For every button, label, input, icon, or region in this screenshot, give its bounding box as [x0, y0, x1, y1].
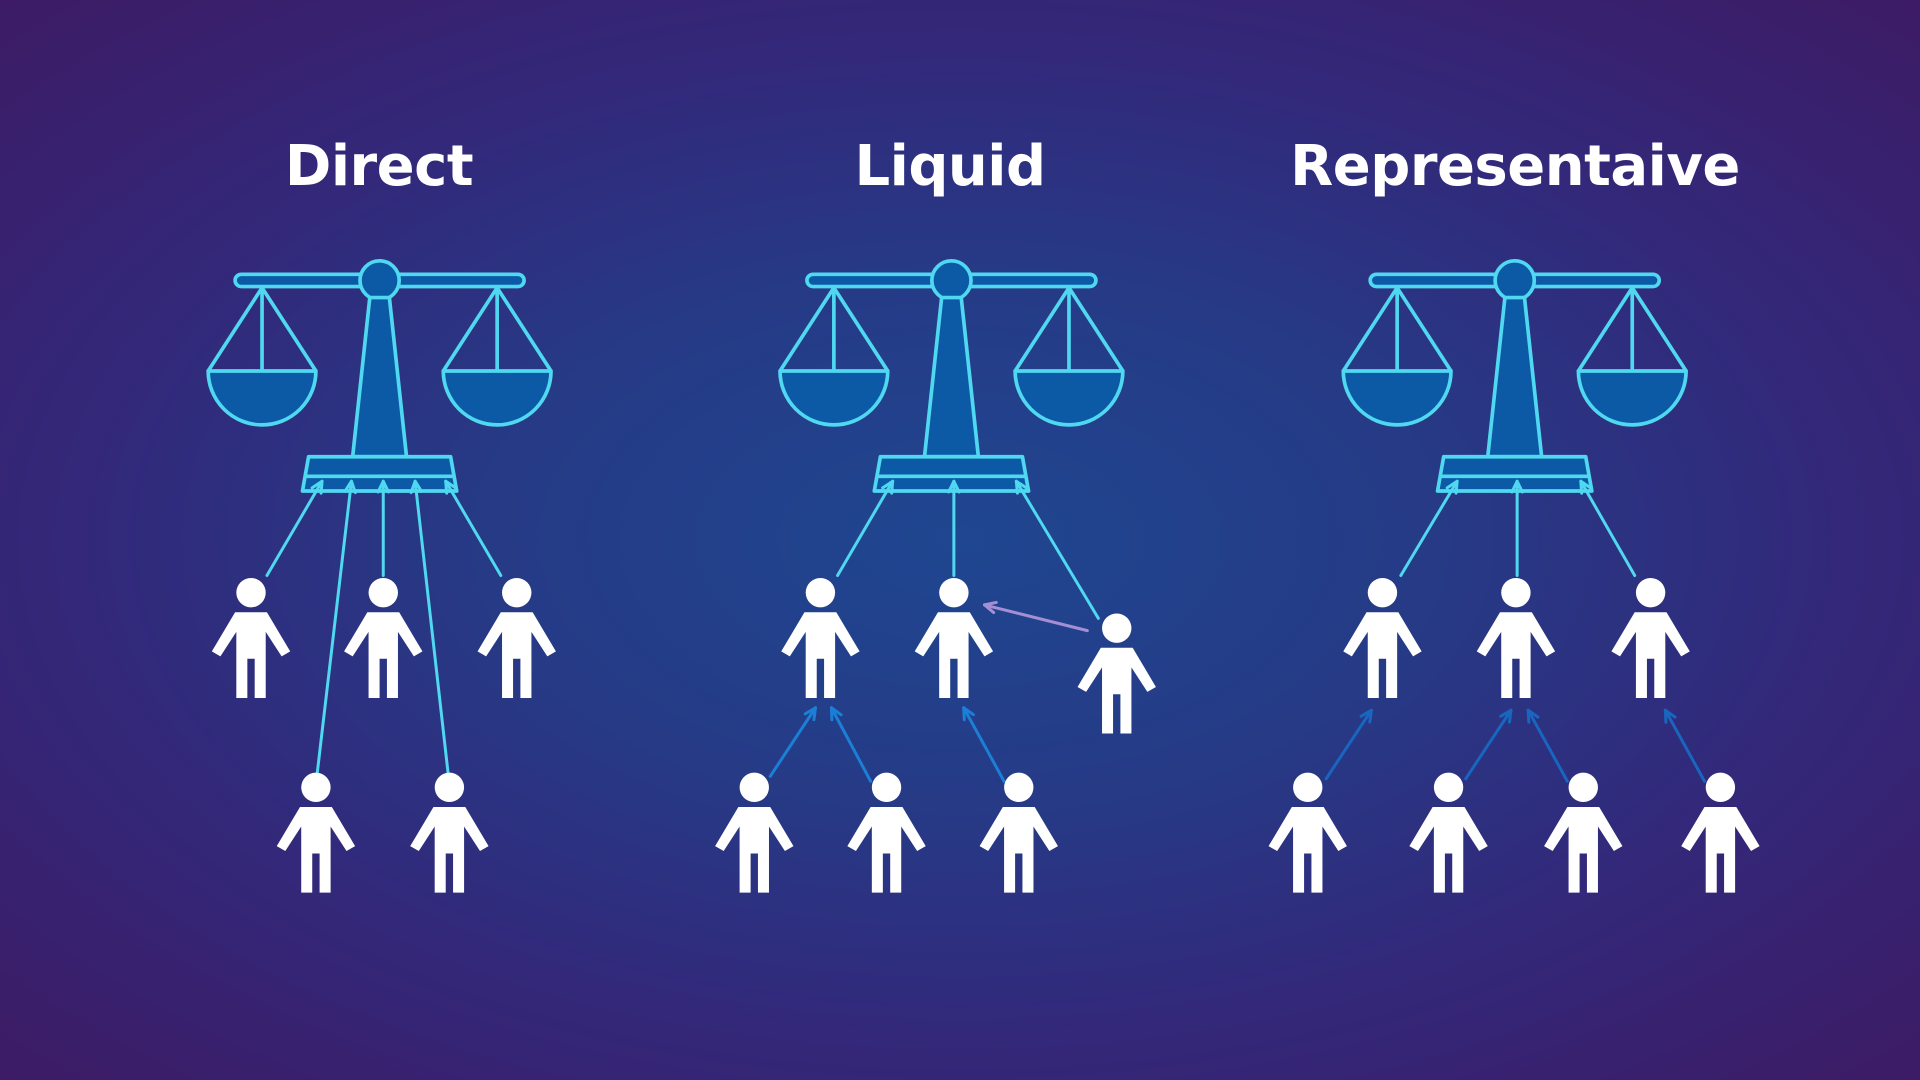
arrow-rep-2: [1510, 479, 1524, 578]
arrow-rep-d1: [1324, 708, 1373, 781]
arrow-liquid-3: [1014, 479, 1100, 620]
person-liquid-3: [1077, 613, 1156, 734]
person-liquid-4: [715, 772, 794, 893]
person-direct-1: [211, 577, 291, 698]
person-rep-3: [1611, 577, 1690, 698]
scale-liquid-icon: [778, 258, 1125, 493]
person-liquid-5: [847, 772, 926, 893]
title-direct: Direct: [284, 134, 474, 199]
arrow-rep-1: [1399, 479, 1459, 578]
arrow-liquid-lateral: [982, 600, 1089, 633]
title-liquid: Liquid: [854, 134, 1046, 199]
arrow-liquid-d1: [768, 706, 818, 778]
person-rep-2: [1476, 577, 1556, 698]
person-rep-7: [1681, 772, 1760, 893]
arrow-direct-2: [376, 479, 390, 578]
person-rep-1: [1343, 577, 1422, 698]
person-rep-6: [1544, 772, 1623, 893]
scale-direct-icon: [206, 258, 553, 493]
person-rep-4: [1268, 772, 1347, 893]
arrow-direct-5: [409, 479, 450, 776]
person-direct-3: [477, 577, 556, 698]
arrow-rep-d2: [1464, 708, 1513, 781]
person-liquid-6: [979, 772, 1058, 893]
arrow-direct-3: [444, 479, 503, 578]
arrow-liquid-d2: [829, 706, 873, 783]
arrow-direct-1: [265, 479, 324, 578]
arrow-direct-4: [315, 479, 357, 776]
arrow-rep-d4: [1663, 708, 1706, 783]
arrow-liquid-1: [836, 479, 895, 578]
person-direct-4: [276, 772, 356, 893]
person-liquid-1: [781, 577, 860, 698]
person-direct-2: [344, 577, 423, 698]
title-representative: Representaive: [1290, 134, 1740, 199]
arrow-liquid-d3: [962, 706, 1006, 783]
person-liquid-2: [914, 577, 994, 698]
person-direct-5: [410, 772, 489, 893]
person-rep-5: [1409, 772, 1488, 893]
arrow-rep-d3: [1526, 708, 1569, 783]
arrow-rep-3: [1579, 479, 1637, 578]
scale-representative-icon: [1341, 258, 1688, 493]
arrow-liquid-2: [947, 479, 961, 578]
